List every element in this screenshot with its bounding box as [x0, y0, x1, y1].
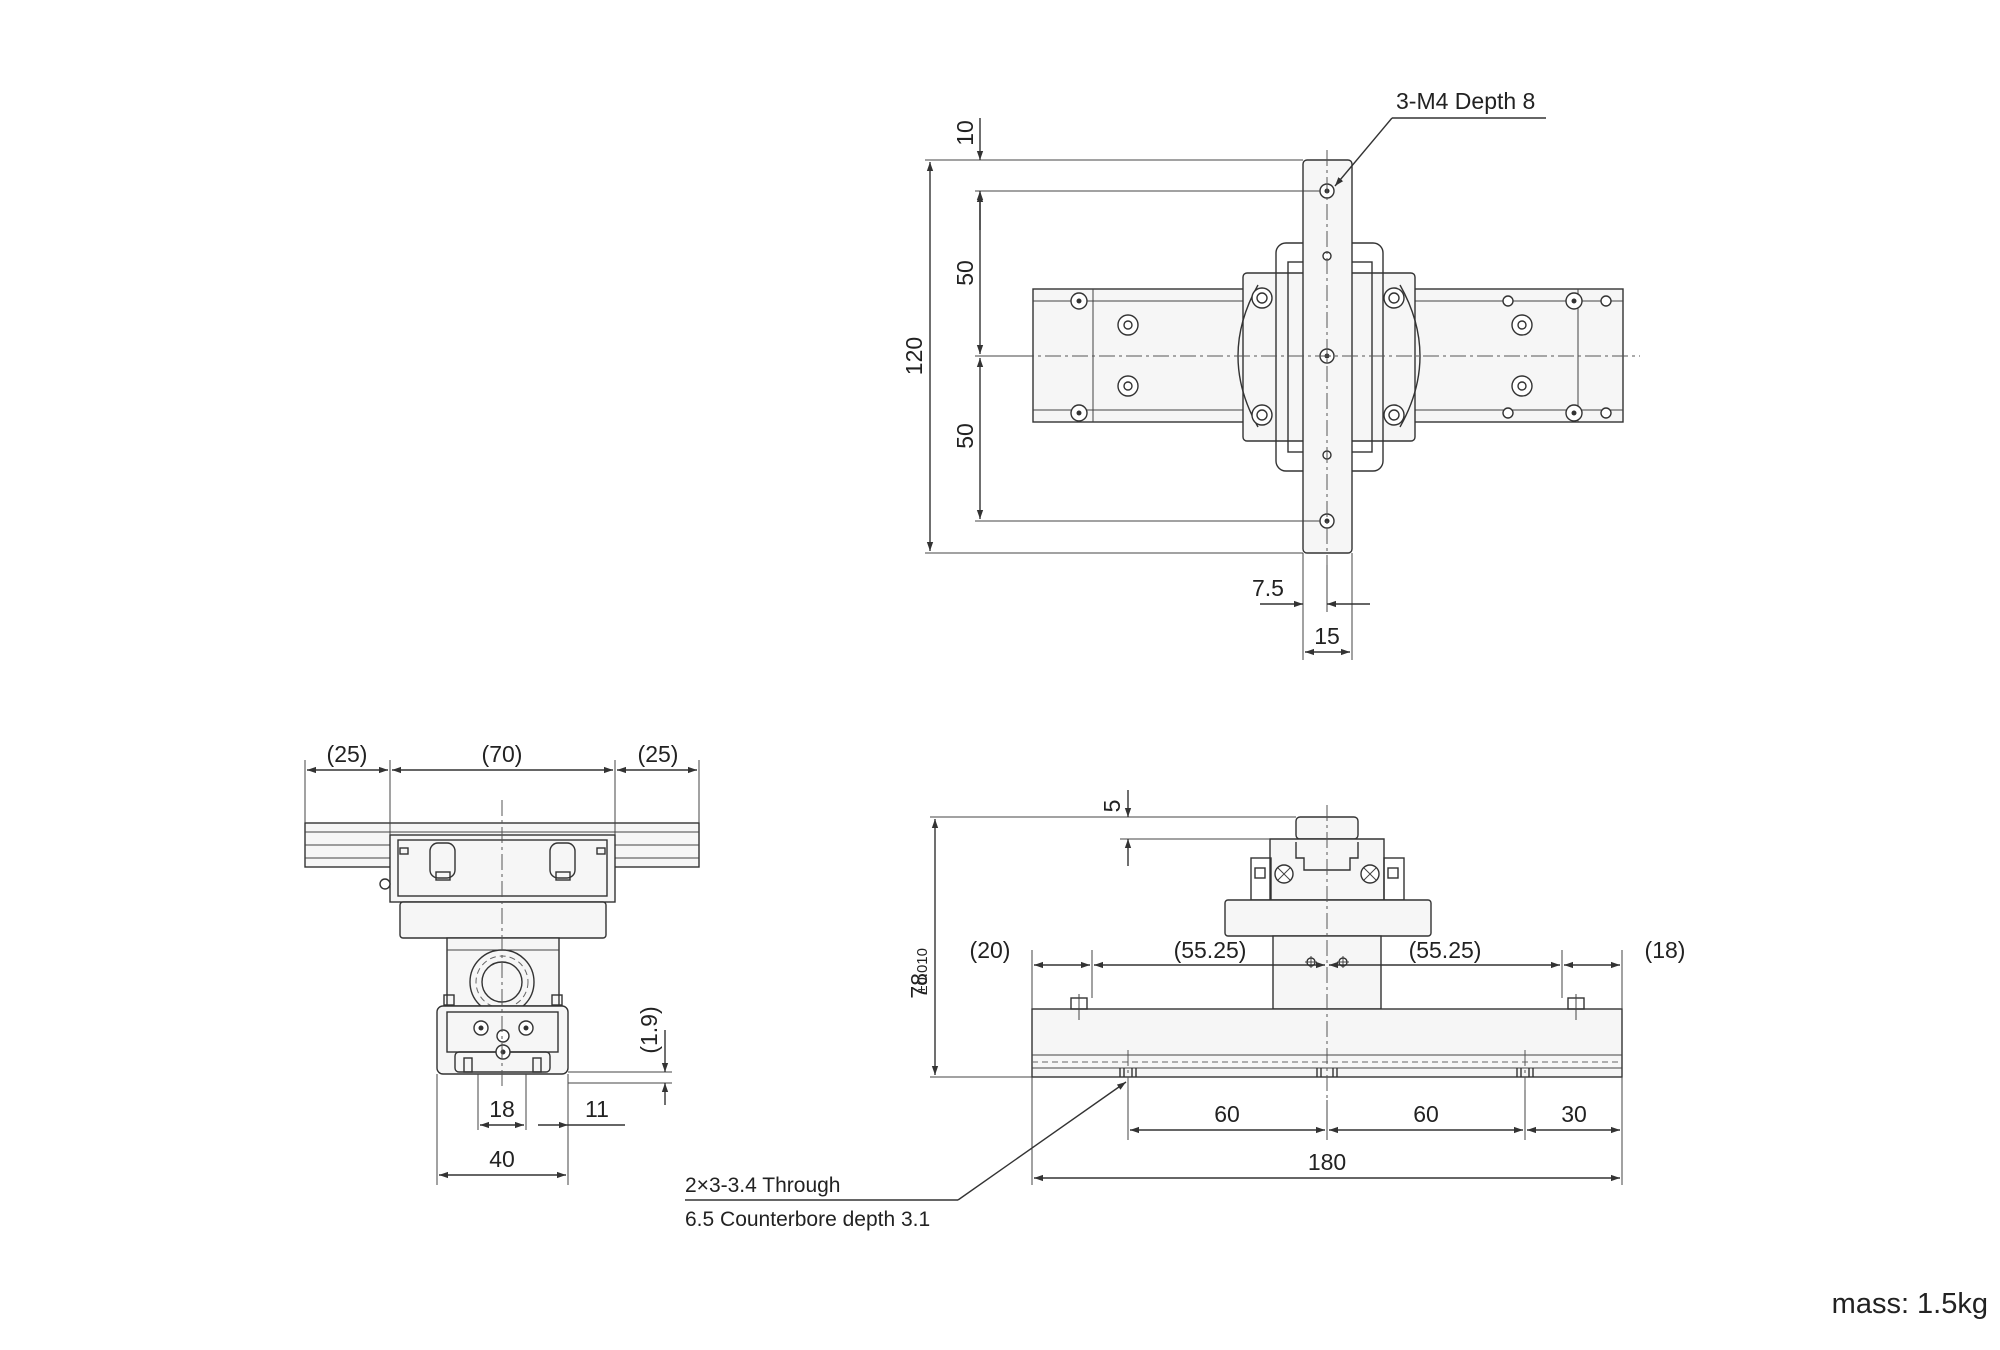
top-rail-holes — [1070, 287, 1612, 426]
dim-20: (20) — [970, 937, 1011, 963]
side-column — [446, 937, 560, 1007]
mass-label: mass: 1.5kg — [1832, 1288, 1988, 1320]
dim-50-lower: 50 — [952, 423, 978, 449]
dim-7-5: 7.5 — [1252, 575, 1284, 601]
top-view: 3-M4 Depth 8 10 50 50 120 7.5 15 — [901, 88, 1640, 660]
note-through-holes: 2×3-3.4 Through — [685, 1174, 840, 1197]
dim-78-tolerance: ±0.010 — [914, 948, 931, 994]
callout-3-m4: 3-M4 Depth 8 — [1396, 88, 1535, 114]
dim-30: 30 — [1561, 1101, 1587, 1127]
dim-78: 78 — [906, 973, 932, 999]
dim-40: 40 — [489, 1146, 515, 1172]
dim-5: 5 — [1099, 800, 1125, 813]
dim-15: 15 — [1314, 623, 1340, 649]
dim-1-9: (1.9) — [636, 1006, 662, 1053]
dim-120: 120 — [901, 337, 927, 375]
dim-18-front: (18) — [1645, 937, 1686, 963]
dim-60-left: 60 — [1214, 1101, 1240, 1127]
dim-25-left: (25) — [327, 741, 368, 767]
dim-180: 180 — [1308, 1149, 1346, 1175]
dim-25-right: (25) — [638, 741, 679, 767]
front-view: 5 78 ±0.010 (20) (55.25) (55.25) (18) 60… — [685, 790, 1685, 1231]
side-table-plate — [399, 901, 607, 939]
dim-70: (70) — [482, 741, 523, 767]
dim-10: 10 — [952, 120, 978, 146]
dim-18: 18 — [489, 1096, 515, 1122]
dim-50-upper: 50 — [952, 260, 978, 286]
note-counterbore: 6.5 Counterbore depth 3.1 — [685, 1208, 930, 1231]
front-table-plate — [1224, 899, 1432, 937]
dim-55-25-right: (55.25) — [1409, 937, 1482, 963]
dim-55-25-left: (55.25) — [1174, 937, 1247, 963]
dim-11: 11 — [585, 1096, 609, 1122]
dim-60-right: 60 — [1413, 1101, 1439, 1127]
side-view: (25) (70) (25) (1.9) 18 11 40 — [304, 741, 700, 1185]
